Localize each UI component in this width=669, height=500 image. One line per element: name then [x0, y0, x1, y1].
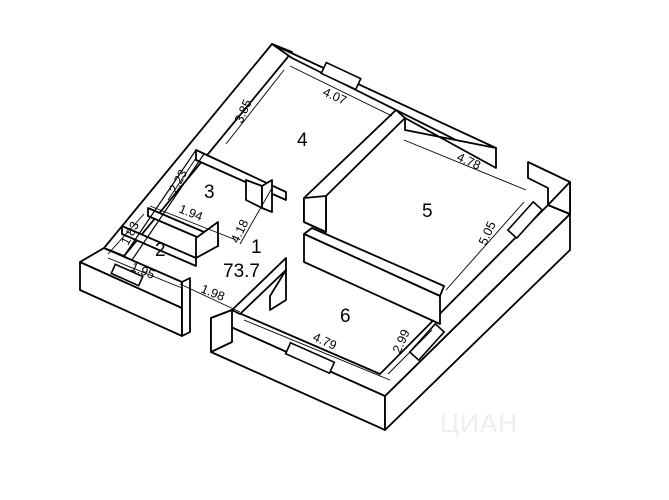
windows: [110, 61, 544, 375]
window-room6-front: [284, 341, 336, 375]
dim-room5-right: 5.05: [476, 219, 499, 247]
window-room2: [110, 263, 144, 287]
window-room5: [506, 200, 544, 240]
room-number-3: 3: [204, 182, 215, 203]
dim-corridor-depth: 4.18: [228, 217, 251, 245]
window-room6-side: [408, 322, 446, 362]
room-number-2: 2: [155, 240, 166, 261]
room-number-6: 6: [340, 306, 351, 327]
interior-walls: [121, 109, 445, 325]
window-room4: [320, 61, 362, 91]
room-number-5: 5: [422, 201, 433, 222]
room-number-1: 1: [251, 237, 262, 258]
dim-room4-top: 4.07: [321, 85, 349, 108]
total-area: 73.7: [223, 261, 260, 282]
watermark-text: ЦИАН: [440, 408, 518, 438]
dimension-lines: [107, 65, 527, 381]
room-labels: 4 5 6 3 2 1 73.7: [155, 130, 433, 327]
dim-room3-bottom: 1.94: [177, 202, 205, 224]
room-number-4: 4: [297, 130, 308, 151]
dim-hall-bottom: 1.98: [199, 282, 227, 304]
